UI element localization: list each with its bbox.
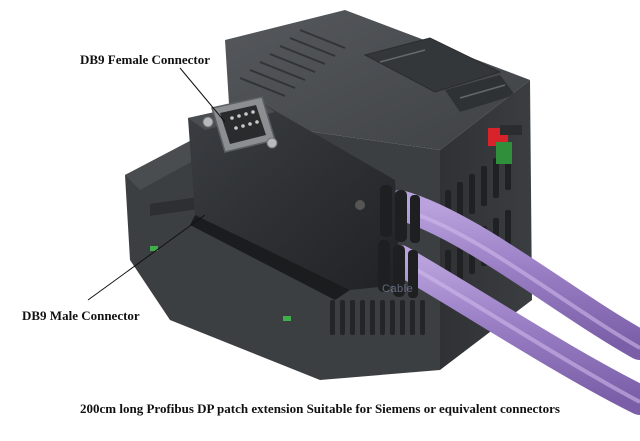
status-led: [283, 316, 291, 321]
db9-female-socket: [202, 96, 278, 153]
db9-female-connector-label: DB9 Female Connector: [80, 52, 210, 67]
plc-top-surface: [225, 10, 530, 150]
green-terminal-block: [496, 142, 512, 164]
plc-top-panel: [363, 37, 502, 93]
product-caption: 200cm long Profibus DP patch extension S…: [80, 401, 560, 416]
connector-screw: [355, 200, 365, 210]
status-led: [150, 246, 158, 251]
jack-screw: [266, 137, 278, 149]
jack-screw: [202, 116, 214, 128]
db9-male-connector-label: DB9 Male Connector: [22, 308, 140, 323]
watermark: Cable: [382, 283, 414, 295]
female-connector-leader-line: [179, 67, 226, 123]
profibus-cable: [385, 190, 640, 415]
male-connector-leader-line: [87, 214, 206, 301]
